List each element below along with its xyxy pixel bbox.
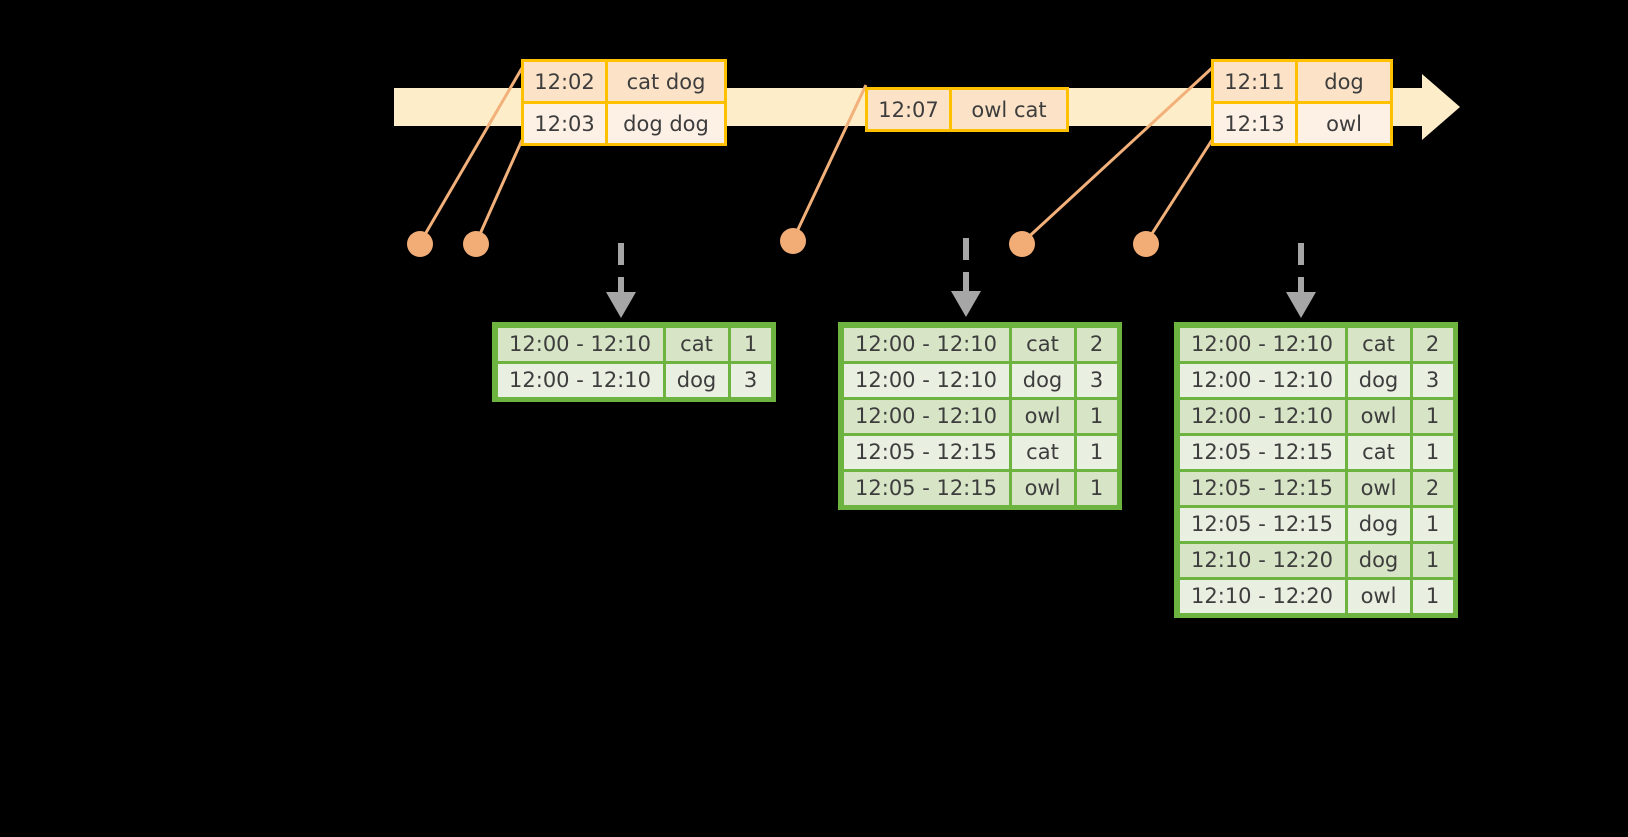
table-cell-word: cat <box>1011 327 1074 361</box>
table-cell-window: 12:05 - 12:15 <box>1179 471 1345 505</box>
trigger-arrowhead-2 <box>951 291 981 317</box>
event-row: 12:11 dog <box>1214 62 1390 101</box>
table-cell-count: 1 <box>1412 543 1453 577</box>
connector-line-2 <box>474 139 524 244</box>
connector-line-3 <box>791 84 868 241</box>
arrival-dot-5 <box>1133 231 1159 257</box>
table-cell-word: dog <box>1011 363 1074 397</box>
table-cell-window: 12:00 - 12:10 <box>843 363 1009 397</box>
table-cell-window: 12:00 - 12:10 <box>497 363 663 397</box>
event-row: 12:13 owl <box>1214 101 1390 143</box>
table-cell-word: owl <box>1011 399 1074 433</box>
table-cell-window: 12:00 - 12:10 <box>1179 399 1345 433</box>
table-cell-count: 1 <box>1076 399 1117 433</box>
table-cell-word: cat <box>1347 435 1410 469</box>
table-cell-window: 12:00 - 12:10 <box>497 327 663 361</box>
event-value: dog <box>1298 62 1390 101</box>
table-cell-count: 1 <box>1412 399 1453 433</box>
table-cell-window: 12:00 - 12:10 <box>1179 363 1345 397</box>
table-cell-word: owl <box>1347 471 1410 505</box>
table-cell-word: dog <box>665 363 728 397</box>
table-cell-count: 3 <box>1076 363 1117 397</box>
table-cell-count: 2 <box>1076 327 1117 361</box>
table-cell-window: 12:05 - 12:15 <box>843 435 1009 469</box>
table-cell-count: 1 <box>730 327 771 361</box>
event-time: 12:07 <box>868 90 952 129</box>
table-cell-count: 2 <box>1412 471 1453 505</box>
connector-line-5 <box>1144 139 1214 244</box>
trigger-arrows <box>618 238 1304 293</box>
table-cell-window: 12:00 - 12:10 <box>1179 327 1345 361</box>
arrival-dot-2 <box>463 231 489 257</box>
event-time: 12:13 <box>1214 104 1298 143</box>
trigger-arrowhead-3 <box>1286 292 1316 318</box>
table-cell-window: 12:10 - 12:20 <box>1179 579 1345 613</box>
event-value: owl cat <box>952 90 1066 129</box>
table-cell-word: dog <box>1347 363 1410 397</box>
event-time: 12:11 <box>1214 62 1298 101</box>
trigger-arrowhead-1 <box>606 292 636 318</box>
arrival-dot-4 <box>1009 231 1035 257</box>
table-cell-count: 3 <box>730 363 771 397</box>
table-cell-word: cat <box>1011 435 1074 469</box>
table-cell-window: 12:00 - 12:10 <box>843 327 1009 361</box>
table-cell-window: 12:10 - 12:20 <box>1179 543 1345 577</box>
event-value: dog dog <box>608 104 724 143</box>
table-cell-count: 1 <box>1076 435 1117 469</box>
arrival-dots <box>407 228 1159 257</box>
event-value: cat dog <box>608 62 724 101</box>
table-cell-count: 3 <box>1412 363 1453 397</box>
event-time: 12:02 <box>524 62 608 101</box>
connector-line-1 <box>418 67 524 244</box>
trigger-arrowheads <box>606 291 1316 318</box>
event-group-3: 12:11 dog 12:13 owl <box>1211 59 1393 146</box>
table-cell-count: 2 <box>1412 327 1453 361</box>
table-cell-word: owl <box>1347 399 1410 433</box>
table-cell-word: dog <box>1347 507 1410 541</box>
table-cell-count: 1 <box>1412 435 1453 469</box>
table-cell-window: 12:05 - 12:15 <box>843 471 1009 505</box>
table-cell-word: owl <box>1011 471 1074 505</box>
table-cell-window: 12:05 - 12:15 <box>1179 435 1345 469</box>
table-cell-word: cat <box>1347 327 1410 361</box>
event-row: 12:02 cat dog <box>524 62 724 101</box>
table-cell-word: cat <box>665 327 728 361</box>
table-cell-window: 12:00 - 12:10 <box>843 399 1009 433</box>
event-row: 12:03 dog dog <box>524 101 724 143</box>
arrival-dot-3 <box>780 228 806 254</box>
arrival-dot-1 <box>407 231 433 257</box>
table-cell-word: dog <box>1347 543 1410 577</box>
table-cell-window: 12:05 - 12:15 <box>1179 507 1345 541</box>
event-time: 12:03 <box>524 104 608 143</box>
event-row: 12:07 owl cat <box>868 90 1066 129</box>
table-cell-count: 1 <box>1412 507 1453 541</box>
event-group-2: 12:07 owl cat <box>865 87 1069 132</box>
table-cell-count: 1 <box>1076 471 1117 505</box>
event-value: owl <box>1298 104 1390 143</box>
event-group-1: 12:02 cat dog 12:03 dog dog <box>521 59 727 146</box>
table-cell-count: 1 <box>1412 579 1453 613</box>
table-cell-word: owl <box>1347 579 1410 613</box>
